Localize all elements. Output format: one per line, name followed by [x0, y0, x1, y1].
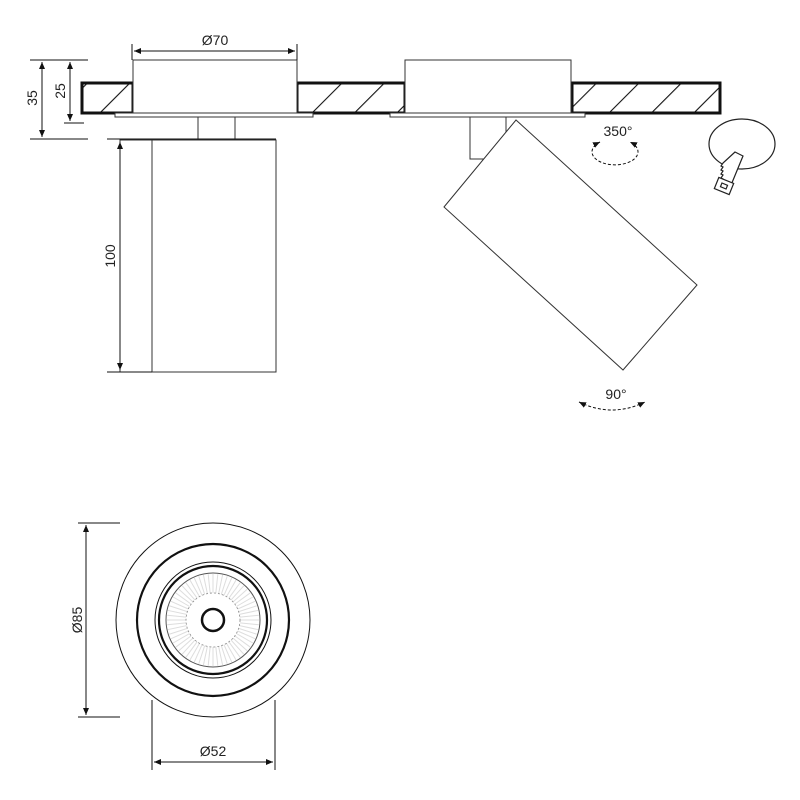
heat-sink-fin — [185, 641, 198, 658]
fixture-bottom-view — [115, 522, 311, 718]
heat-sink-fin — [232, 637, 248, 652]
label-recess-depth: 25 — [52, 83, 68, 99]
dim-recess-diameter — [131, 44, 298, 60]
label-total-height: 35 — [24, 90, 40, 106]
heat-sink-fin — [236, 633, 254, 644]
heat-sink-fin — [239, 609, 259, 615]
heat-sink-fin — [185, 582, 198, 599]
heat-sink-fin — [167, 614, 187, 618]
heat-sink-fin — [198, 645, 206, 664]
heat-sink-fin — [167, 622, 187, 626]
heat-sink-fin — [207, 646, 211, 666]
heat-sink-fin — [230, 585, 245, 601]
heat-sink-fin — [228, 582, 241, 599]
heat-sink-fin — [215, 574, 219, 594]
heat-sink-fin — [167, 609, 187, 615]
heat-sink-fin — [178, 637, 194, 652]
heat-sink-fin — [198, 576, 206, 595]
heat-sink-fin — [202, 574, 208, 594]
heat-sink-fin — [223, 577, 233, 596]
heat-sink-fin — [226, 579, 237, 597]
ceiling-section — [80, 81, 722, 115]
heat-sink-fin — [232, 588, 248, 603]
heat-sink-fin — [239, 625, 259, 631]
label-recess-diameter: Ø70 — [202, 32, 229, 48]
heat-sink-fin — [178, 588, 194, 603]
heat-sink-fin — [169, 627, 188, 635]
heat-sink-fin — [170, 600, 189, 610]
heat-sink-fin — [226, 643, 237, 661]
heat-sink-fin — [223, 644, 233, 663]
saw-cutout-icon — [708, 118, 776, 196]
label-body-diameter: Ø52 — [200, 743, 227, 759]
heat-sink-fin — [236, 596, 254, 607]
tilt-arrow-icon — [578, 401, 646, 411]
heat-sink-fin — [175, 635, 192, 648]
heat-sink-fin — [193, 577, 203, 596]
dim-body-length — [107, 142, 152, 373]
heat-sink-fin — [181, 639, 196, 655]
heat-sink-fin — [238, 605, 257, 613]
heat-sink-fin — [189, 643, 200, 661]
heat-sink-fin — [239, 622, 259, 626]
heat-sink-fin — [167, 625, 187, 631]
heat-sink-fin — [230, 639, 245, 655]
heat-sink-fin — [172, 633, 190, 644]
label-body-length: 100 — [102, 244, 118, 268]
heat-sink-fin — [220, 576, 228, 595]
fixture-tilted — [389, 59, 698, 371]
heat-sink-fin — [181, 585, 196, 601]
fixture-straight — [114, 59, 314, 373]
heat-sink-fin — [215, 646, 219, 666]
heat-sink-fin — [237, 600, 256, 610]
dim-outer-diameter — [78, 522, 120, 718]
dim-heights — [30, 59, 276, 140]
heat-sink-fin — [239, 614, 259, 618]
heat-sink-fin — [170, 630, 189, 640]
rotation-arrow-icon — [591, 141, 639, 166]
heat-sink-fin — [228, 641, 241, 658]
heat-sink-fin — [234, 592, 251, 605]
heat-sink-fin — [172, 596, 190, 607]
heat-sink-fin — [202, 646, 208, 666]
heat-sink-fin — [189, 579, 200, 597]
dim-body-diameter — [151, 700, 276, 770]
heat-sink-fin — [218, 646, 224, 666]
heat-sink-fin — [218, 574, 224, 594]
heat-sink-fin — [175, 592, 192, 605]
heat-sink-fin — [234, 635, 251, 648]
heat-sink-fin — [238, 627, 257, 635]
heat-sink-fin — [237, 630, 256, 640]
label-outer-diameter: Ø85 — [69, 607, 85, 634]
label-tilt: 90° — [605, 386, 626, 402]
heat-sink-fin — [220, 645, 228, 664]
heat-sink-fin — [193, 644, 203, 663]
heat-sink-fin — [169, 605, 188, 613]
label-rotation: 350° — [604, 123, 633, 139]
heat-sink-fin — [207, 574, 211, 594]
